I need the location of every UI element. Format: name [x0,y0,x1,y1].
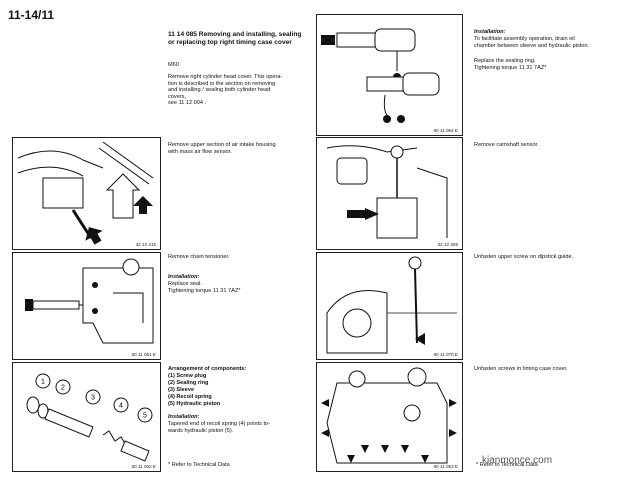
installation-heading: Installation: [474,29,506,35]
figure-id: 60 11 064 E [433,128,458,133]
figure-camshaft-sensor: 32 12 259 [316,137,463,250]
components-installation-heading: Installation: [168,414,200,420]
components-heading: Arrangement of components: [168,366,247,372]
chain-tensioner-illustration [25,258,154,344]
intro-text: Remove right cylinder head cover. This o… [168,74,283,107]
figure-id: 60 11 062 E [131,464,156,469]
figure-air-intake: 32 12 215 [12,137,161,250]
component-item-2: (2) Sealing ring [168,380,209,386]
step-air-intake-text: Remove upper section of air intake housi… [168,142,276,155]
component-item-5: (5) Hydraulic piston [168,401,221,407]
tensioner-installation-text: Replace seal. Tightening torque 11 31 7A… [168,281,241,294]
tensioner-installation-heading: Installation: [168,274,200,280]
part-number-1: 1 [41,379,45,386]
figure-id: 60 11 063 E [433,464,458,469]
figure-sleeve-drain: 60 11 064 E [316,14,463,136]
component-item-1: (1) Screw plug [168,373,207,379]
part-number-3: 3 [91,395,95,402]
installation-drain-text: To facilitate assembly operation, drain … [474,36,590,49]
air-intake-illustration [17,141,154,245]
components-installation-text: Tapered end of recoil spring (4) points … [168,421,270,434]
figure-components: 1 2 3 4 5 60 11 062 E [12,362,161,472]
figure-timing-case: 60 11 063 E [316,362,463,472]
camshaft-sensor-illustration [326,145,448,239]
step-camshaft-text: Remove camshaft sensor. [474,142,539,148]
part-number-5: 5 [143,413,147,420]
part-number-4: 4 [119,403,123,410]
part-number-2: 2 [61,385,65,392]
model-label: M60 [168,62,179,68]
section-title: 11 14 085 Removing and installing, seali… [168,31,302,46]
figure-dipstick-guide: 60 11 070 E [316,252,463,360]
dipstick-guide-illustration [326,256,457,354]
step-dipstick-text: Unfasten upper screw on dipstick guide. [474,254,574,260]
sealing-ring-text: Replace the sealing ring. Tightening tor… [474,58,547,71]
sleeve-drain-illustration [321,28,440,123]
timing-case-illustration [321,367,457,464]
footnote-left: * Refer to Technical Data [168,462,230,468]
step-chain-tensioner-text: Remove chain tensioner. [168,254,230,260]
footnote-right: * Refer to Technical Data [476,462,538,468]
figure-id: 60 11 061 E [131,352,156,357]
component-item-3: (3) Sleeve [168,387,195,393]
components-illustration: 1 2 3 4 5 [26,373,153,462]
component-item-4: (4) Recoil spring [168,394,212,400]
figure-id: 32 12 215 [135,242,156,247]
figure-chain-tensioner: 60 11 061 E [12,252,161,360]
page-number: 11-14/11 [8,8,55,22]
figure-id: 32 12 259 [437,242,458,247]
figure-id: 60 11 070 E [433,352,458,357]
watermark-text: kianmonce.com [482,455,553,466]
step-timing-case-text: Unfasten screws in timing case cover. [474,366,568,372]
